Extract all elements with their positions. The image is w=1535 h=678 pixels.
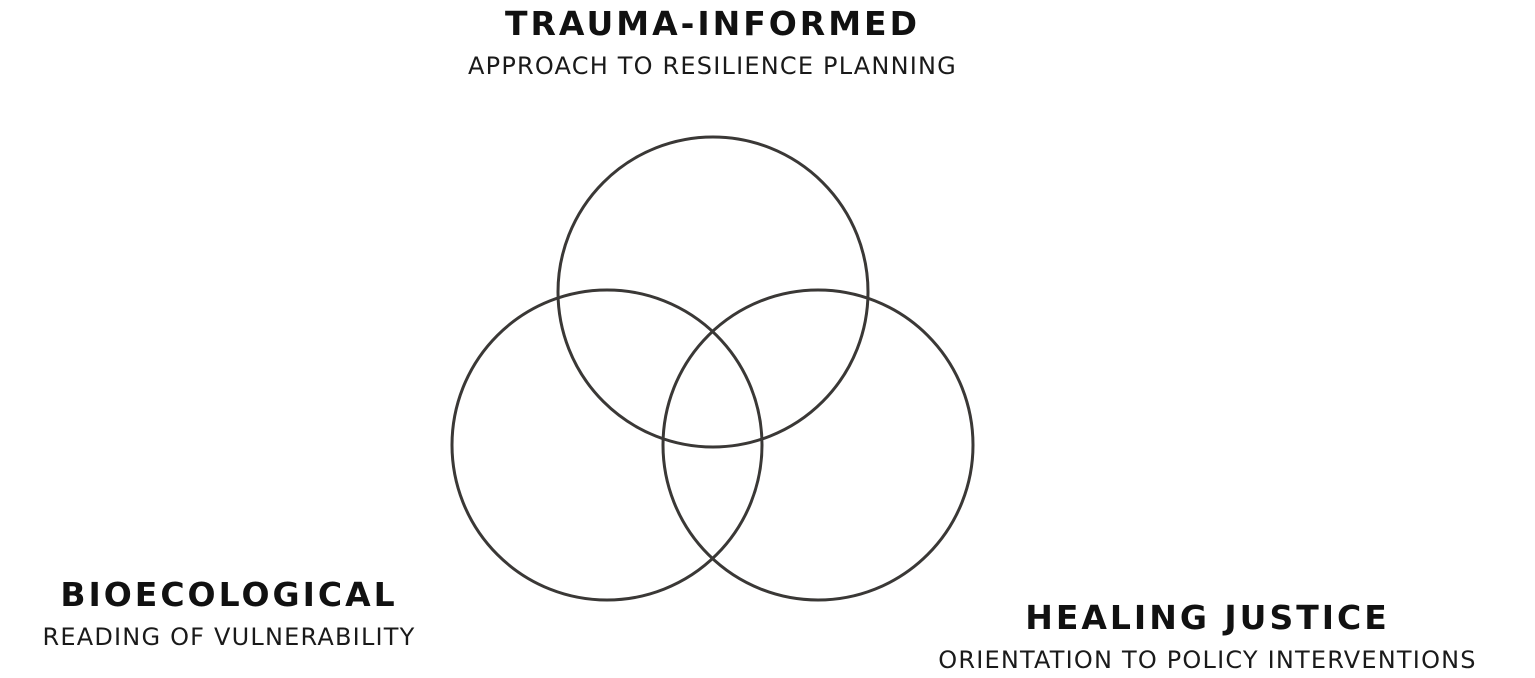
label-trauma-informed: TRAUMA-INFORMED APPROACH TO RESILIENCE P…: [0, 7, 1425, 78]
circle-trauma-informed: [556, 135, 870, 449]
set-title: BIOECOLOGICAL: [60, 575, 398, 614]
set-subtitle: ORIENTATION TO POLICY INTERVENTIONS: [938, 646, 1477, 674]
set-title: TRAUMA-INFORMED: [505, 4, 920, 43]
circle-bioecological: [450, 288, 764, 602]
label-bioecological: BIOECOLOGICAL READING OF VULNERABILITY: [0, 578, 458, 649]
set-title: HEALING JUSTICE: [1025, 598, 1390, 637]
circle-healing-justice: [661, 288, 975, 602]
label-healing-justice: HEALING JUSTICE ORIENTATION TO POLICY IN…: [880, 601, 1535, 672]
set-subtitle: READING OF VULNERABILITY: [42, 623, 416, 651]
set-subtitle: APPROACH TO RESILIENCE PLANNING: [468, 52, 957, 80]
